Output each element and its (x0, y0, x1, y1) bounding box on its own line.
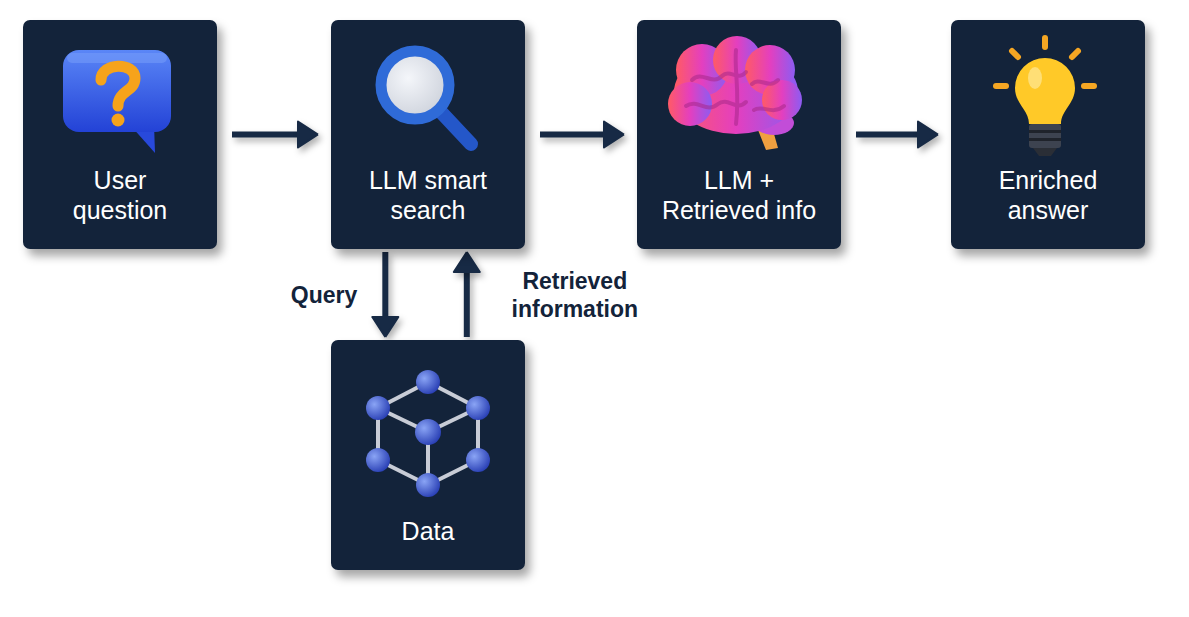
edge-label: Retrieved information (495, 267, 655, 323)
process-box: Data (331, 340, 525, 570)
arrow-head (454, 252, 480, 272)
magnifier-icon (331, 20, 525, 190)
flow-arrow (454, 252, 480, 337)
edge-label: Query (291, 281, 357, 309)
lightbulb-icon (951, 20, 1145, 190)
box-label: Data (402, 516, 455, 546)
network-icon (331, 340, 525, 510)
process-box: User question (23, 20, 217, 249)
box-label: LLM + Retrieved info (649, 165, 829, 225)
question-bubble-icon (23, 20, 217, 190)
arrow-line (382, 252, 388, 319)
arrow-head (604, 122, 624, 148)
process-box: LLM smart search (331, 20, 525, 249)
flow-arrow (540, 122, 624, 148)
flow-arrow (372, 252, 398, 337)
flow-arrow (856, 122, 938, 148)
arrow-head (298, 122, 318, 148)
arrow-head (918, 122, 938, 148)
arrow-head (372, 317, 398, 337)
arrow-line (232, 132, 300, 138)
arrow-line (856, 132, 920, 138)
arrow-line (540, 132, 606, 138)
process-box: Enriched answer (951, 20, 1145, 249)
box-label: User question (50, 165, 190, 225)
box-label: LLM smart search (343, 165, 513, 225)
box-label: Enriched answer (968, 165, 1128, 225)
process-box: LLM + Retrieved info (637, 20, 841, 249)
arrow-line (464, 270, 470, 337)
flow-arrow (232, 122, 318, 148)
brain-icon (642, 20, 836, 190)
